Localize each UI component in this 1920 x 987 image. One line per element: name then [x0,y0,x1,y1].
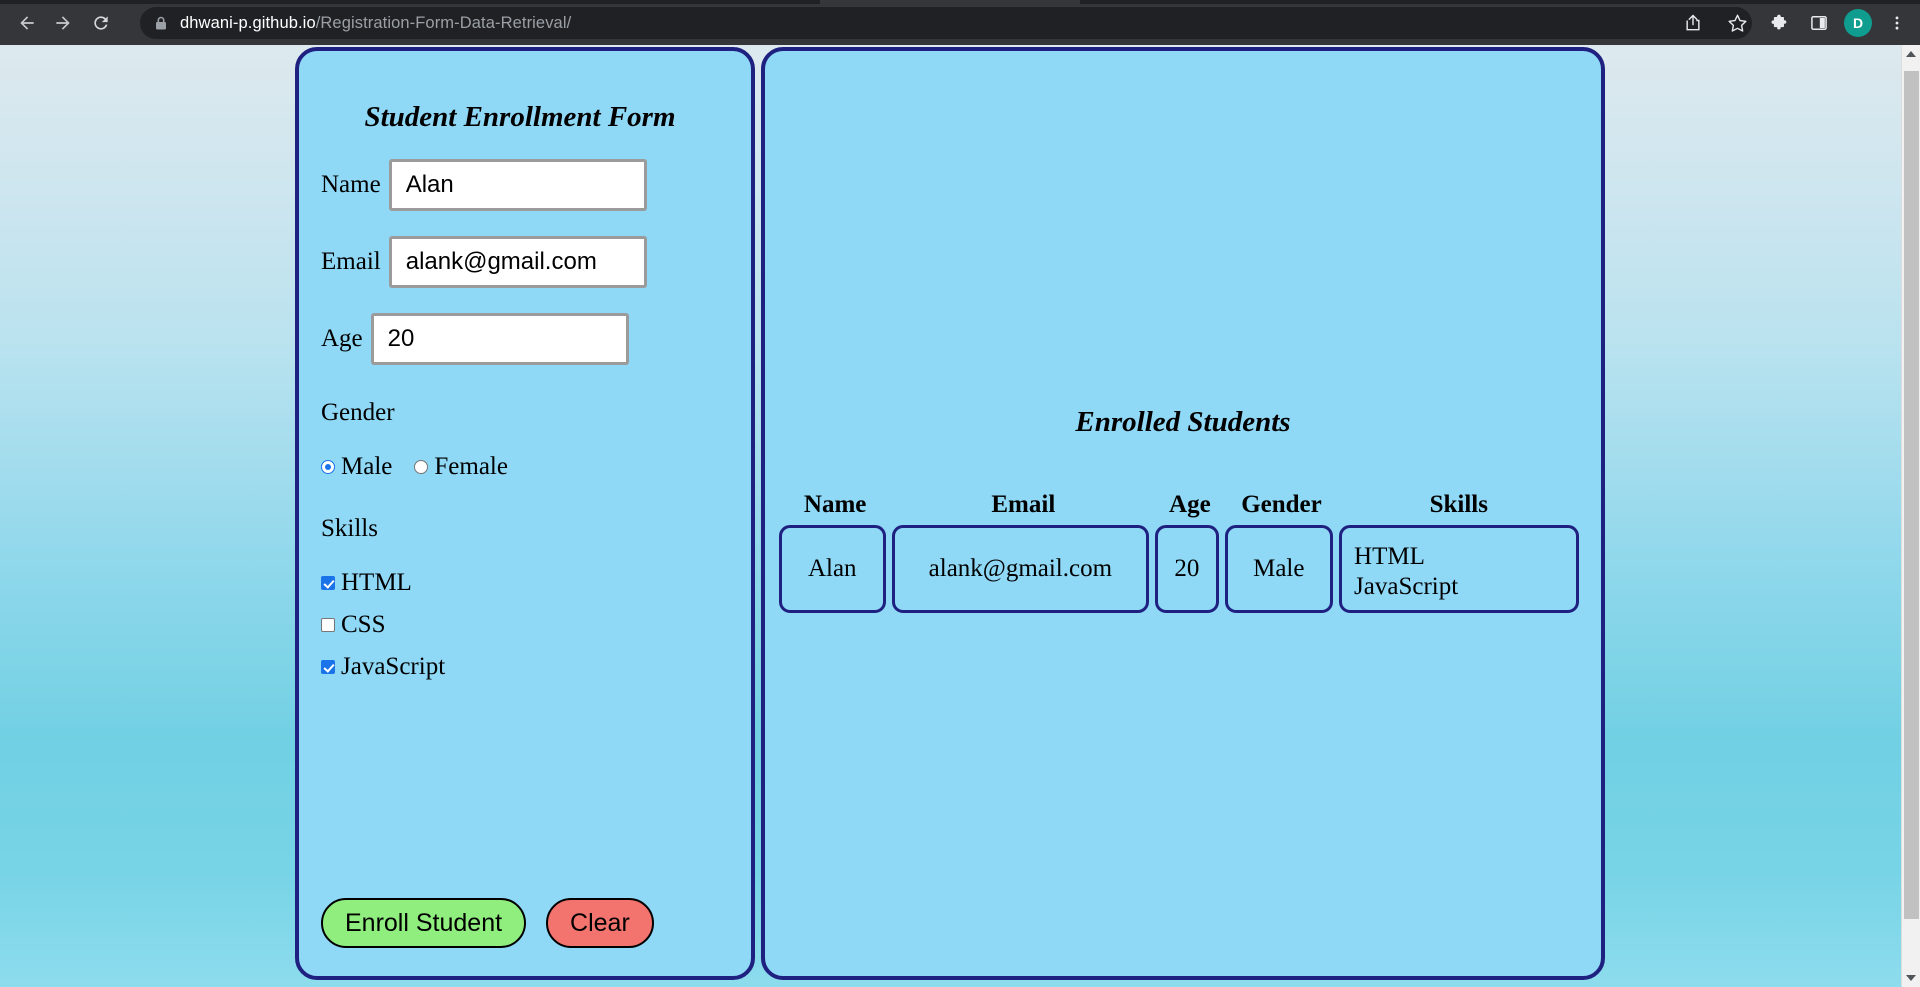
share-icon [1686,14,1700,31]
url-path: /Registration-Form-Data-Retrieval/ [315,13,572,32]
cell-age: 20 [1155,525,1219,613]
scroll-up-arrow-icon [1906,51,1916,57]
share-button[interactable] [1678,8,1708,38]
scrollbar-thumb[interactable] [1904,71,1919,919]
reload-icon [94,16,108,30]
form-title: Student Enrollment Form [364,101,676,133]
browser-chrome: dhwani-p.github.io/Registration-Form-Dat… [0,0,1920,45]
scroll-up-button[interactable] [1902,45,1920,63]
enrollment-form-panel: Student Enrollment Form Name Email Age G… [295,47,755,980]
browser-toolbar-right: D [1764,7,1912,39]
scroll-down-arrow-icon [1906,975,1916,981]
bookmark-button[interactable] [1722,8,1752,38]
avatar[interactable]: D [1844,9,1872,37]
extensions-button[interactable] [1764,8,1794,38]
panels-container: Student Enrollment Form Name Email Age G… [295,47,1605,980]
checkbox-javascript-label: JavaScript [341,653,446,680]
page-viewport: Student Enrollment Form Name Email Age G… [0,45,1920,987]
url-text: dhwani-p.github.io/Registration-Form-Dat… [180,14,571,33]
reload-button[interactable] [86,8,116,38]
omnibox-actions [1678,7,1752,39]
name-input[interactable] [388,159,647,211]
results-title: Enrolled Students [1075,406,1291,438]
side-panel-icon [1811,16,1827,30]
skills-checkbox-group: HTML CSS JavaScript [321,569,751,681]
gender-section-label: Gender [321,399,395,426]
puzzle-piece-icon [1771,14,1786,29]
back-button[interactable] [12,8,42,38]
column-header-skills: Skills [1429,491,1488,518]
browser-menu-button[interactable] [1882,8,1912,38]
enrolled-students-table: Name Email Age Gender Skills Alan alank@… [779,491,1579,613]
radio-male-label: Male [341,453,393,480]
url-domain: dhwani-p.github.io [180,13,316,32]
back-arrow-icon [20,16,34,30]
form-row-email: Email [321,236,751,288]
cell-skills: HTML JavaScript [1339,525,1579,613]
form-row-age: Age [321,313,751,365]
checkbox-css[interactable] [321,618,335,632]
table-header-row: Name Email Age Gender Skills [779,491,1579,525]
email-input[interactable] [388,236,647,288]
checkbox-html-label: HTML [341,569,412,596]
cell-name: Alan [779,525,886,613]
cell-skills-line-1: HTML [1354,543,1425,570]
checkbox-javascript[interactable] [321,660,335,674]
forward-arrow-icon [56,16,70,30]
gender-option-female[interactable]: Female [414,453,508,481]
address-bar[interactable]: dhwani-p.github.io/Registration-Form-Dat… [140,7,1752,39]
three-dot-menu-icon [1895,16,1899,30]
scroll-down-button[interactable] [1902,969,1920,987]
column-header-age: Age [1169,491,1211,518]
name-label: Name [321,171,381,198]
cell-gender: Male [1224,525,1334,613]
clear-button[interactable]: Clear [546,898,654,948]
email-label: Email [321,248,381,275]
column-header-gender: Gender [1241,491,1322,518]
form-buttons: Enroll Student Clear [321,898,654,948]
page-scrollbar[interactable] [1901,45,1920,987]
checkbox-html[interactable] [321,576,335,590]
star-icon [1727,14,1747,32]
table-row: Alan alank@gmail.com 20 Male HTML JavaSc… [779,525,1579,613]
radio-male[interactable] [321,460,335,474]
skill-option-html[interactable]: HTML [321,569,751,597]
age-input[interactable] [370,313,629,365]
page-content: Student Enrollment Form Name Email Age G… [0,45,1901,987]
forward-button[interactable] [48,8,78,38]
skills-section-label: Skills [321,515,378,542]
browser-tab[interactable] [820,0,1080,4]
radio-female-label: Female [434,453,508,480]
gender-radio-group: Male Female [321,453,751,481]
lock-icon[interactable] [154,15,168,31]
age-label: Age [321,325,363,352]
side-panel-button[interactable] [1804,8,1834,38]
skill-option-javascript[interactable]: JavaScript [321,653,751,681]
skill-option-css[interactable]: CSS [321,611,751,639]
checkbox-css-label: CSS [341,611,386,638]
enroll-student-button[interactable]: Enroll Student [321,898,527,948]
form-row-name: Name [321,159,751,211]
enrolled-students-panel: Enrolled Students Name Email Age Gender … [761,47,1605,980]
column-header-name: Name [803,491,867,518]
radio-female[interactable] [414,460,429,474]
cell-email: alank@gmail.com [891,525,1150,613]
column-header-email: Email [991,491,1056,518]
gender-option-male[interactable]: Male [321,453,392,481]
cell-skills-line-2: JavaScript [1354,572,1459,600]
